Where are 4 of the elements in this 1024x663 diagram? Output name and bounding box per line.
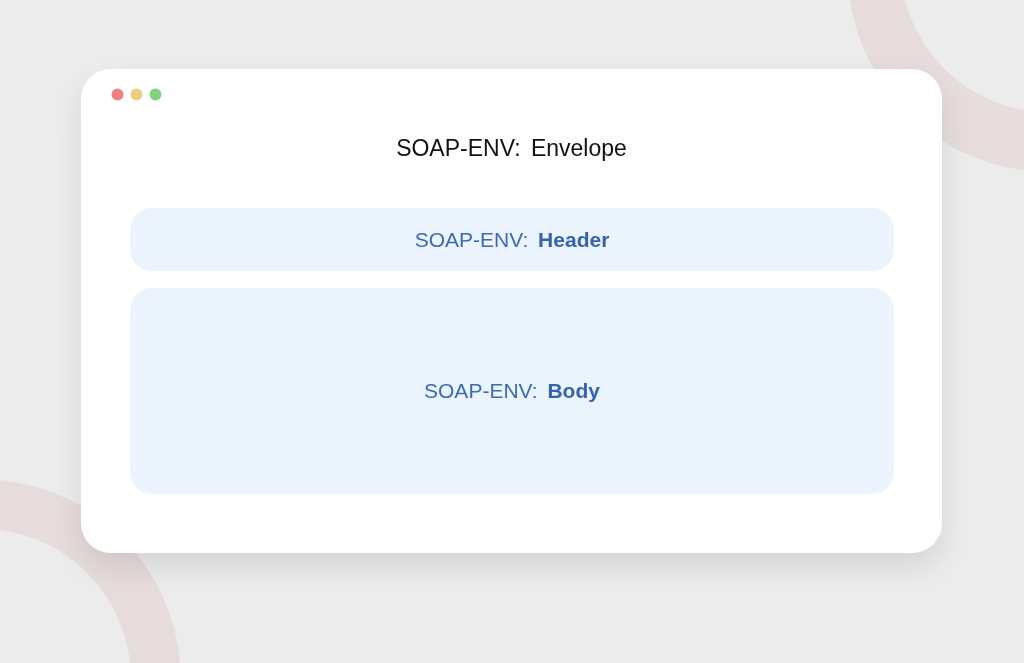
window-card xyxy=(81,69,942,553)
section-label: SOAP-ENV: Header xyxy=(414,227,610,252)
window-title: SOAP-ENV: Envelope xyxy=(395,135,628,162)
section-label: SOAP-ENV: Body xyxy=(424,379,600,403)
